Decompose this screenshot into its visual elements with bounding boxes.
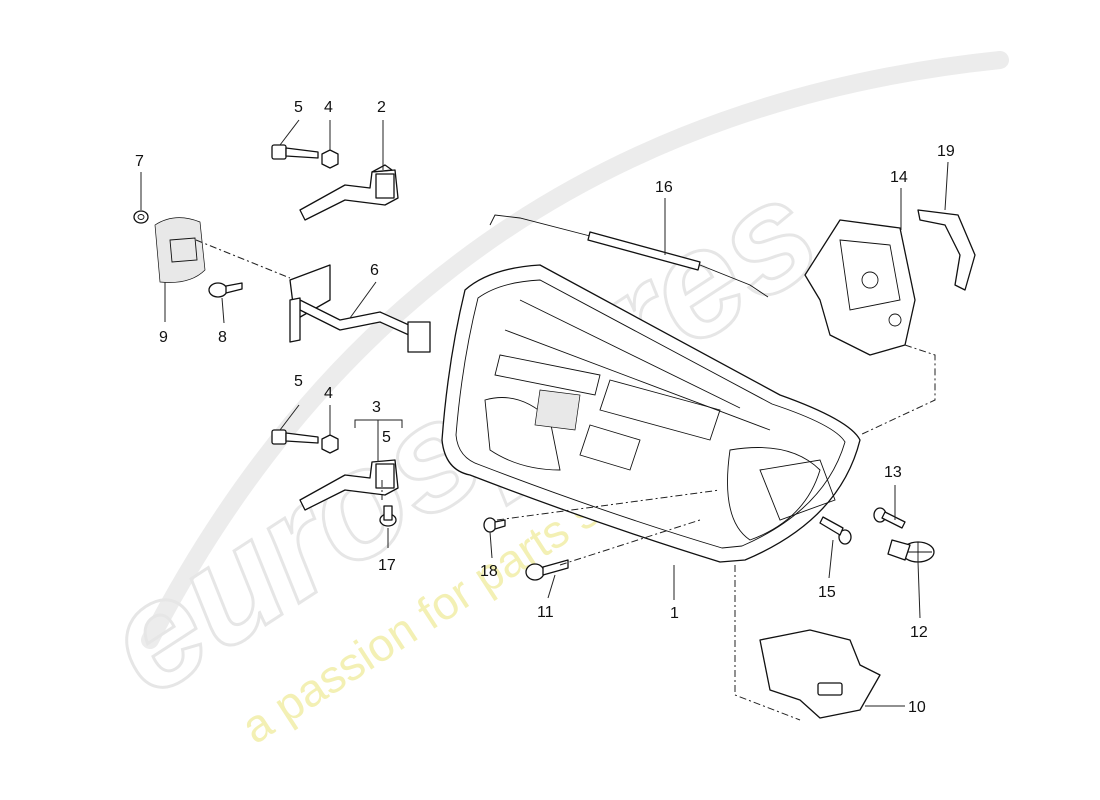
release-cable-part: [489, 214, 769, 298]
screw-18-part: [483, 517, 506, 533]
callout-15: 15: [818, 584, 836, 601]
check-bolt-part: [208, 282, 243, 298]
callout-labels: 1 2 3 4 4 5 5 5 6 7 8 9 10 11 12 13 14 1…: [135, 99, 955, 716]
callout-16: 16: [655, 179, 673, 196]
upper-bolt-part: [271, 144, 319, 160]
callout-9: 9: [159, 329, 168, 346]
callout-18: 18: [480, 563, 498, 580]
callout-5-hinge: 5: [382, 429, 391, 446]
screw-13-part: [873, 507, 906, 529]
door-check-part: [289, 264, 431, 353]
bolt-17-part: [379, 505, 397, 527]
trim-panel-part: [759, 629, 881, 719]
callout-14: 14: [890, 169, 908, 186]
callout-17: 17: [378, 557, 396, 574]
lower-bolt-part: [271, 429, 319, 445]
callout-2: 2: [377, 99, 386, 116]
callout-7: 7: [135, 153, 144, 170]
callout-8: 8: [218, 329, 227, 346]
screw-15-part: [819, 516, 852, 545]
frame-bolt-part: [525, 559, 569, 581]
lower-nut-part: [321, 434, 339, 454]
callout-5-lower: 5: [294, 373, 303, 390]
callout-10: 10: [908, 699, 926, 716]
callout-4-upper: 4: [324, 99, 333, 116]
clip-part: [917, 209, 976, 291]
callout-19: 19: [937, 143, 955, 160]
callout-5-upper: 5: [294, 99, 303, 116]
leader-lines: [140, 119, 949, 721]
callout-1: 1: [670, 605, 679, 622]
rubber-buffer-part: [154, 217, 206, 283]
callout-3: 3: [372, 399, 381, 416]
callout-11: 11: [537, 604, 554, 621]
callout-4-lower: 4: [324, 385, 333, 402]
callout-13: 13: [884, 464, 902, 481]
door-frame-part: [441, 264, 861, 563]
upper-hinge-part: [299, 164, 399, 221]
grommet-part: [887, 539, 935, 563]
callout-12: 12: [910, 624, 928, 641]
upper-nut-part: [321, 149, 339, 169]
callout-6: 6: [370, 262, 379, 279]
door-lock-part: [804, 219, 916, 356]
washer-part: [133, 210, 149, 224]
lower-hinge-part: [299, 459, 399, 511]
